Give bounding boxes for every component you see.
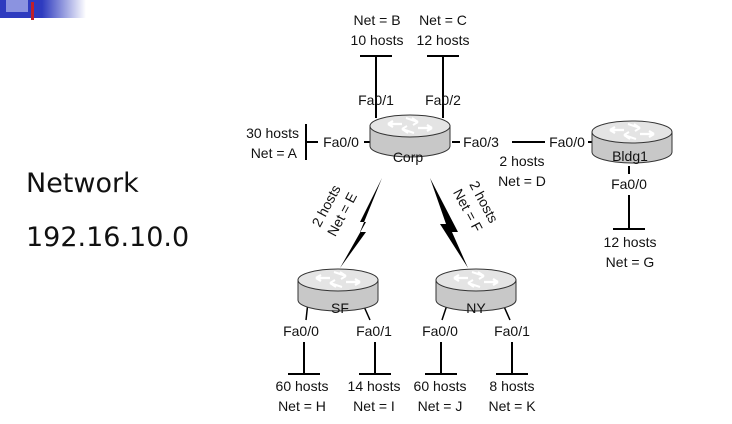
iface-sf-fa00: Fa0/0 [283,323,319,339]
net-i-name: Net = I [353,398,395,414]
net-a-name: Net = A [251,145,298,161]
iface-bldg1-fa00-left: Fa0/0 [549,134,585,150]
net-k-hosts: 8 hosts [489,378,534,394]
wan-link-corp-sf [340,178,382,268]
iface-corp-fa00: Fa0/0 [323,134,359,150]
net-j-name: Net = J [418,398,463,414]
iface-bldg1-fa00-bottom: Fa0/0 [611,176,647,192]
wan-link-corp-ny [430,178,468,268]
net-c-name: Net = C [419,12,467,28]
iface-corp-fa01: Fa0/1 [358,92,394,108]
links [288,55,645,375]
router-label-bldg1: Bldg1 [612,148,648,164]
network-heading: Network [26,168,139,199]
router-label-ny: NY [466,300,486,316]
network-address: 192.16.10.0 [26,222,190,253]
router-label-corp: Corp [393,149,424,165]
net-k-name: Net = K [488,398,536,414]
decoration-bar-fade [42,0,86,18]
net-j-hosts: 60 hosts [414,378,467,394]
iface-corp-fa03: Fa0/3 [463,134,499,150]
net-b-hosts: 10 hosts [351,32,404,48]
router-label-sf: SF [331,300,349,316]
iface-ny-fa00: Fa0/0 [422,323,458,339]
iface-ny-fa01: Fa0/1 [494,323,530,339]
net-g-hosts: 12 hosts [604,234,657,250]
decoration-bar-light [6,0,28,12]
iface-sf-fa01: Fa0/1 [356,323,392,339]
net-c-hosts: 12 hosts [417,32,470,48]
net-b-name: Net = B [353,12,400,28]
net-i-hosts: 14 hosts [348,378,401,394]
slide-decoration [0,0,86,20]
net-h-name: Net = H [278,398,326,414]
net-d-name: Net = D [498,173,546,189]
net-g-name: Net = G [606,254,655,270]
decoration-tick [31,2,34,20]
iface-corp-fa02: Fa0/2 [425,92,461,108]
net-h-hosts: 60 hosts [276,378,329,394]
net-d-hosts: 2 hosts [499,153,544,169]
net-a-hosts: 30 hosts [246,125,299,141]
